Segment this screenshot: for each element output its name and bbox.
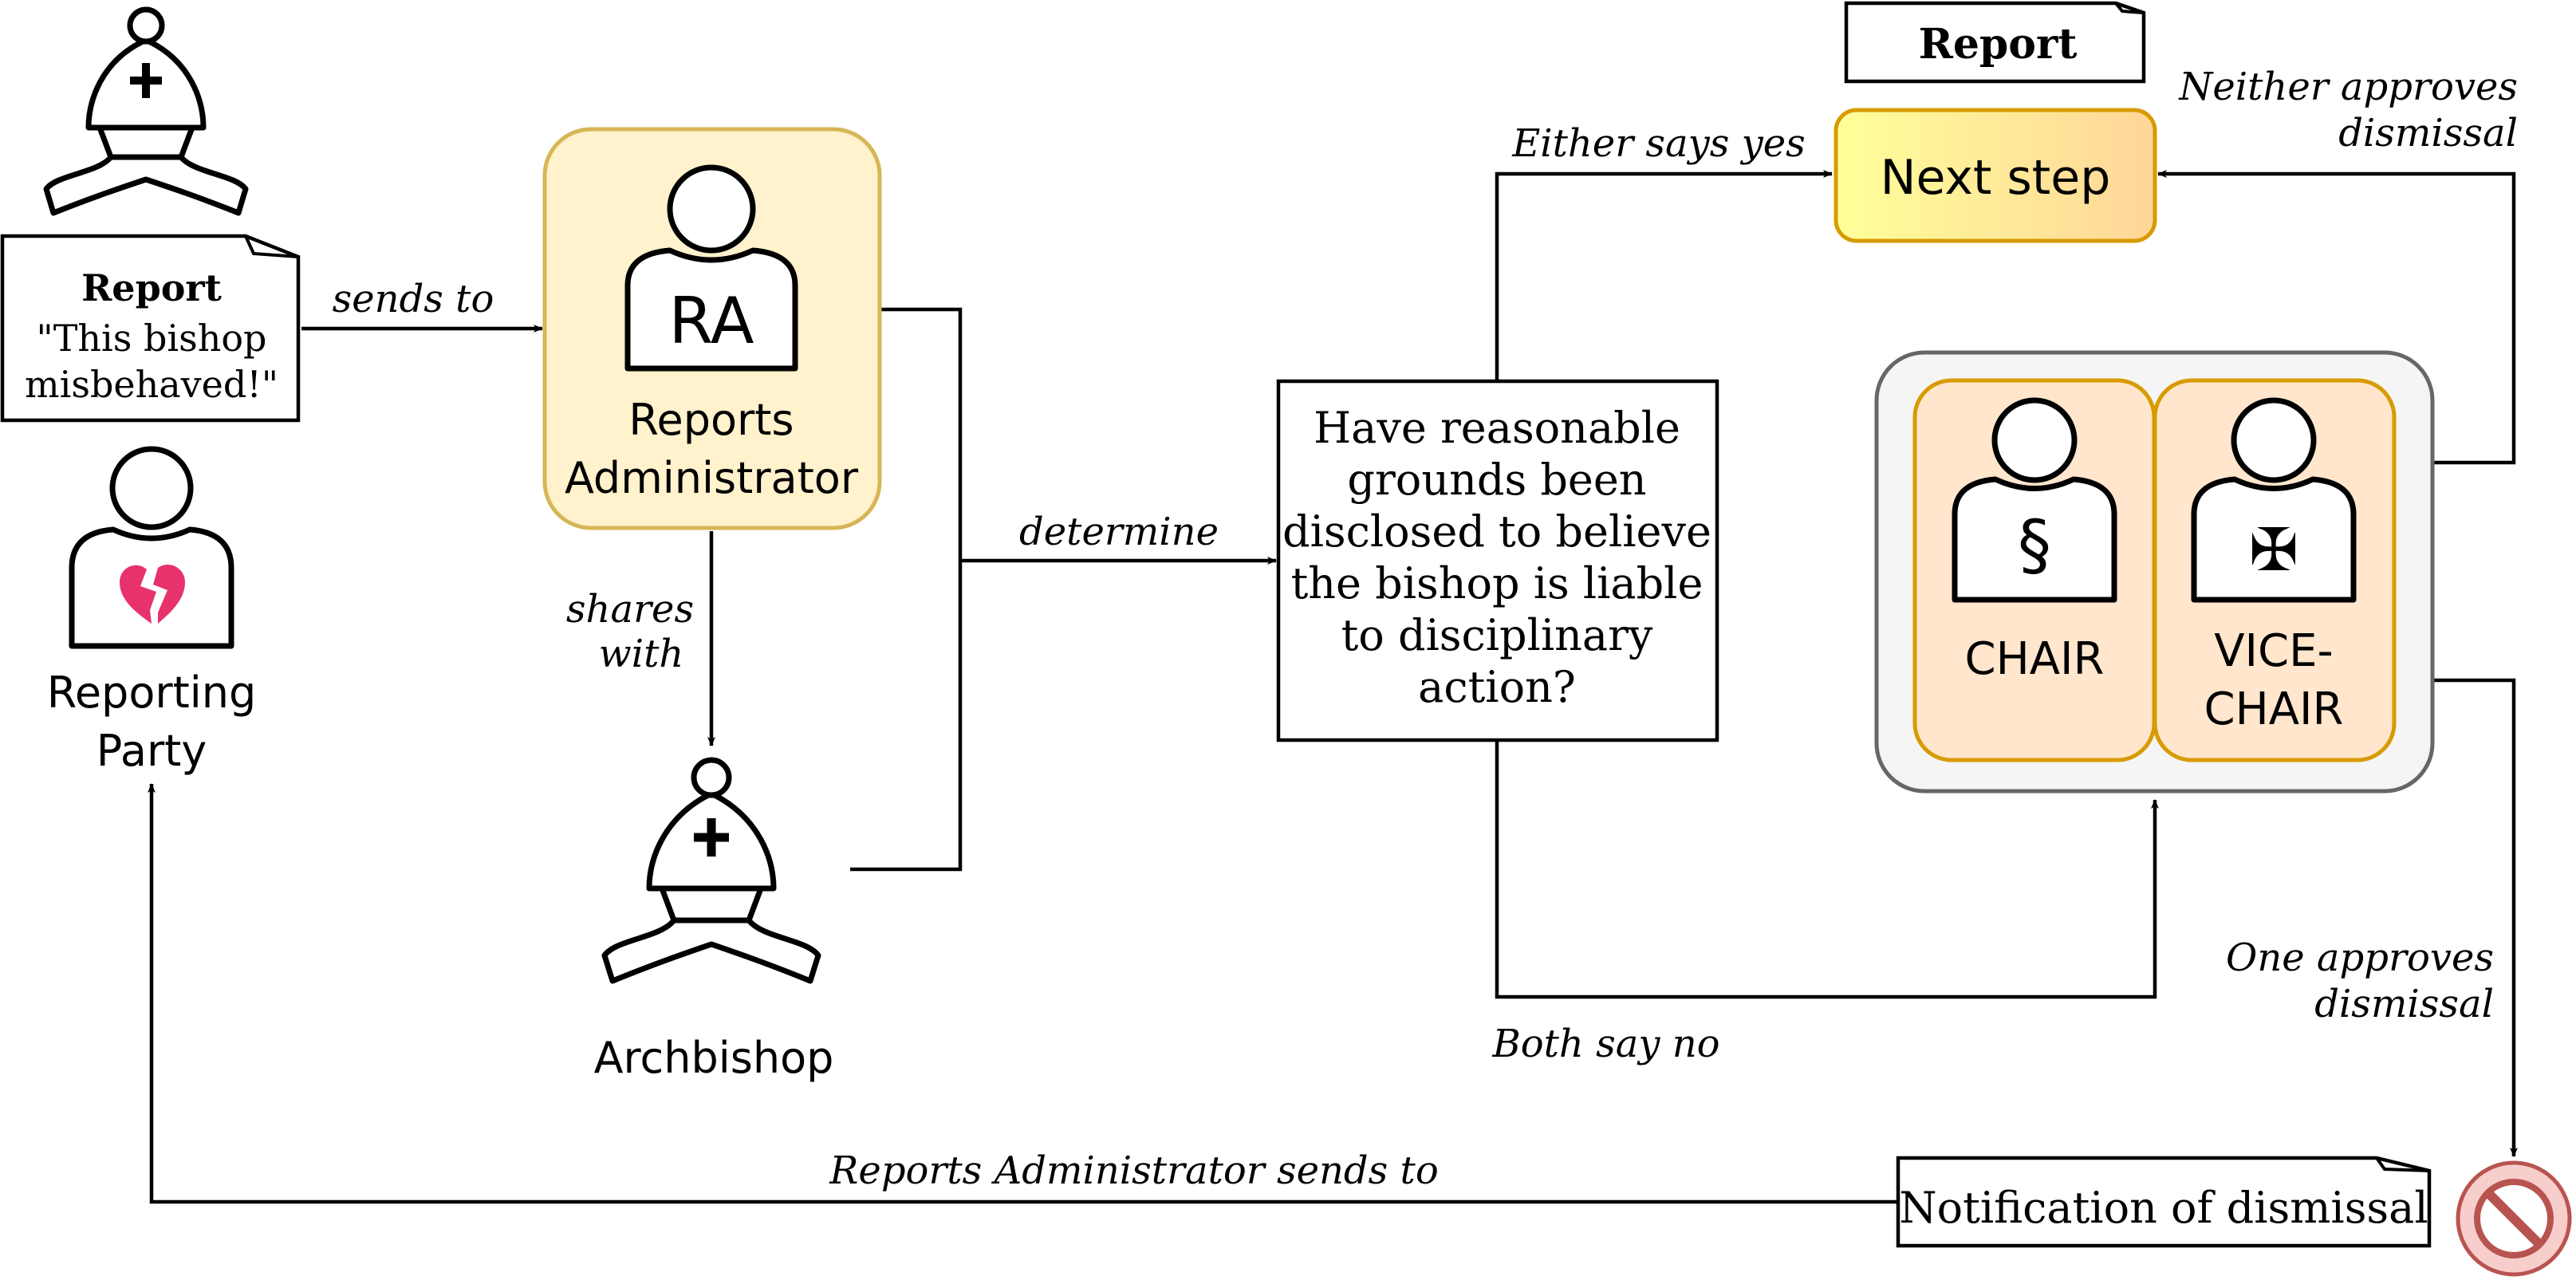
label-determine: determine [1019, 510, 1219, 554]
chair-label: CHAIR [1965, 633, 2105, 685]
report-doc-quote-line2: misbehaved!" [25, 363, 278, 406]
report-document: Report "This bishop misbehaved!" [0, 234, 301, 423]
reporting-party-person-icon [109, 446, 194, 530]
section-sign-icon: § [2018, 506, 2051, 584]
question-box: Have reasonable grounds been disclosed t… [1276, 379, 1719, 742]
reports-administrator: RA Reports Administrator [542, 127, 882, 530]
next-step: Next step [1834, 108, 2157, 243]
chair-panel: § CHAIR ✠ VICE- CHAIR [1874, 350, 2435, 794]
notification-doc-shape [1896, 1156, 2432, 1248]
label-ra-sends-to: Reports Administrator sends to [829, 1148, 1438, 1193]
vice-chair-person-icon [2231, 397, 2317, 483]
label-sends-to: sends to [333, 277, 494, 321]
next-step-report-document: Report [1844, 1, 2146, 84]
edge-ra-sends-to [148, 783, 1898, 1204]
no-entry-icon [2456, 1160, 2572, 1277]
notification-document: Notification of dismissal [1896, 1156, 2432, 1248]
bishop-icon [43, 6, 249, 216]
vice-chair-line2: CHAIR [2204, 683, 2344, 735]
question-line: grounds been [1347, 455, 1646, 505]
broken-heart-icon [120, 565, 185, 624]
edge-either-yes [1495, 170, 1833, 380]
edge-one-approves [2434, 678, 2518, 1157]
label-one-line2: dismissal [2314, 982, 2494, 1026]
next-step-box [1834, 108, 2157, 243]
edge-labels: sends to shares with determine Either sa… [333, 65, 2518, 1193]
question-box-rect [1276, 379, 1719, 742]
report-doc-shape [0, 234, 301, 423]
reports-administrator-person-icon [667, 164, 756, 254]
notification-label: Notification of dismissal [1899, 1183, 2428, 1233]
question-line: Have reasonable [1314, 403, 1680, 453]
reports-administrator-line2: Administrator [565, 453, 859, 503]
label-either-yes: Either says yes [1511, 121, 1806, 166]
archbishop-label: Archbishop [594, 1033, 834, 1083]
edge-neither-approves [2157, 170, 2516, 465]
reporting-party-line1: Reporting [47, 668, 257, 718]
label-shares-line2: with [599, 632, 684, 676]
edge-bracket [850, 307, 963, 872]
connectors [148, 170, 2518, 1204]
vice-chair-line1: VICE- [2214, 625, 2334, 677]
question-line: to disciplinary [1341, 610, 1653, 660]
chair-person-icon [1991, 397, 2078, 483]
label-shares-line1: shares [566, 587, 694, 632]
reporting-party-line2: Party [97, 726, 207, 776]
report-doc-title: Report [81, 266, 223, 309]
ra-initials: RA [668, 284, 754, 358]
vice-chair: ✠ VICE- CHAIR [2153, 378, 2397, 762]
archbishop-bishop-icon [601, 757, 821, 984]
question-line: disclosed to believe [1282, 506, 1711, 557]
question-line: the bishop is liable [1291, 558, 1704, 608]
label-neither-line1: Neither approves [2178, 65, 2518, 109]
label-neither-line2: dismissal [2338, 111, 2518, 156]
next-step-report-title: Report [1919, 20, 2078, 69]
maltese-cross-icon: ✠ [2249, 516, 2298, 585]
reporting-party: Reporting Party [47, 446, 257, 776]
label-both-no: Both say no [1491, 1022, 1719, 1066]
report-doc-quote-line1: "This bishop [37, 317, 267, 360]
reports-administrator-line1: Reports [628, 395, 794, 445]
label-one-line1: One approves [2226, 935, 2494, 980]
archbishop: Archbishop [594, 757, 834, 1083]
next-step-label: Next step [1881, 150, 2111, 206]
question-line: action? [1418, 662, 1576, 712]
chair: § CHAIR [1912, 378, 2157, 762]
edge-both-no [1495, 742, 2159, 999]
